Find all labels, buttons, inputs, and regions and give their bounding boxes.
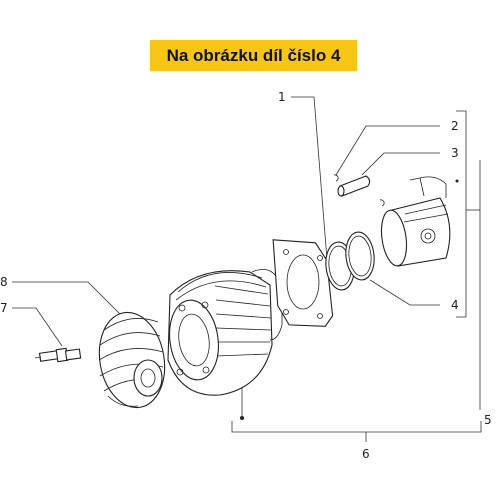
callout-numbers: 1 2 3 4 5 6 7 8: [0, 90, 492, 461]
piston-rings: [325, 231, 375, 291]
leader-4: [369, 279, 440, 306]
spark-plug: [34, 347, 82, 363]
piston: [380, 176, 451, 267]
leader-2: [335, 125, 440, 176]
callout-6: 6: [362, 447, 370, 461]
callout-7: 7: [0, 301, 8, 315]
leader-1: [291, 96, 329, 273]
bracket-6: [231, 421, 482, 433]
bracket-right-inner: [456, 110, 467, 318]
dot-cylinder: [240, 416, 244, 420]
banner-text: Na obrázku díl číslo 4: [166, 45, 341, 65]
callout-4: 4: [451, 298, 459, 312]
cylinder: [167, 268, 283, 396]
reference-dots: [240, 179, 459, 420]
callout-2: 2: [451, 119, 459, 133]
leader-lines: [12, 96, 482, 442]
callout-8: 8: [0, 275, 8, 289]
circlips: [333, 174, 385, 207]
callout-3: 3: [451, 146, 459, 160]
part-number-banner: Na obrázku díl číslo 4: [150, 40, 357, 71]
callout-5: 5: [484, 413, 492, 427]
callout-1: 1: [278, 90, 286, 104]
leader-8: [12, 281, 125, 319]
piston-pin: [337, 175, 371, 197]
head-gasket: [272, 239, 334, 327]
leader-7: [12, 307, 63, 347]
dot-piston: [455, 179, 459, 183]
cylinder-head: [98, 311, 166, 409]
leader-3: [361, 152, 440, 176]
